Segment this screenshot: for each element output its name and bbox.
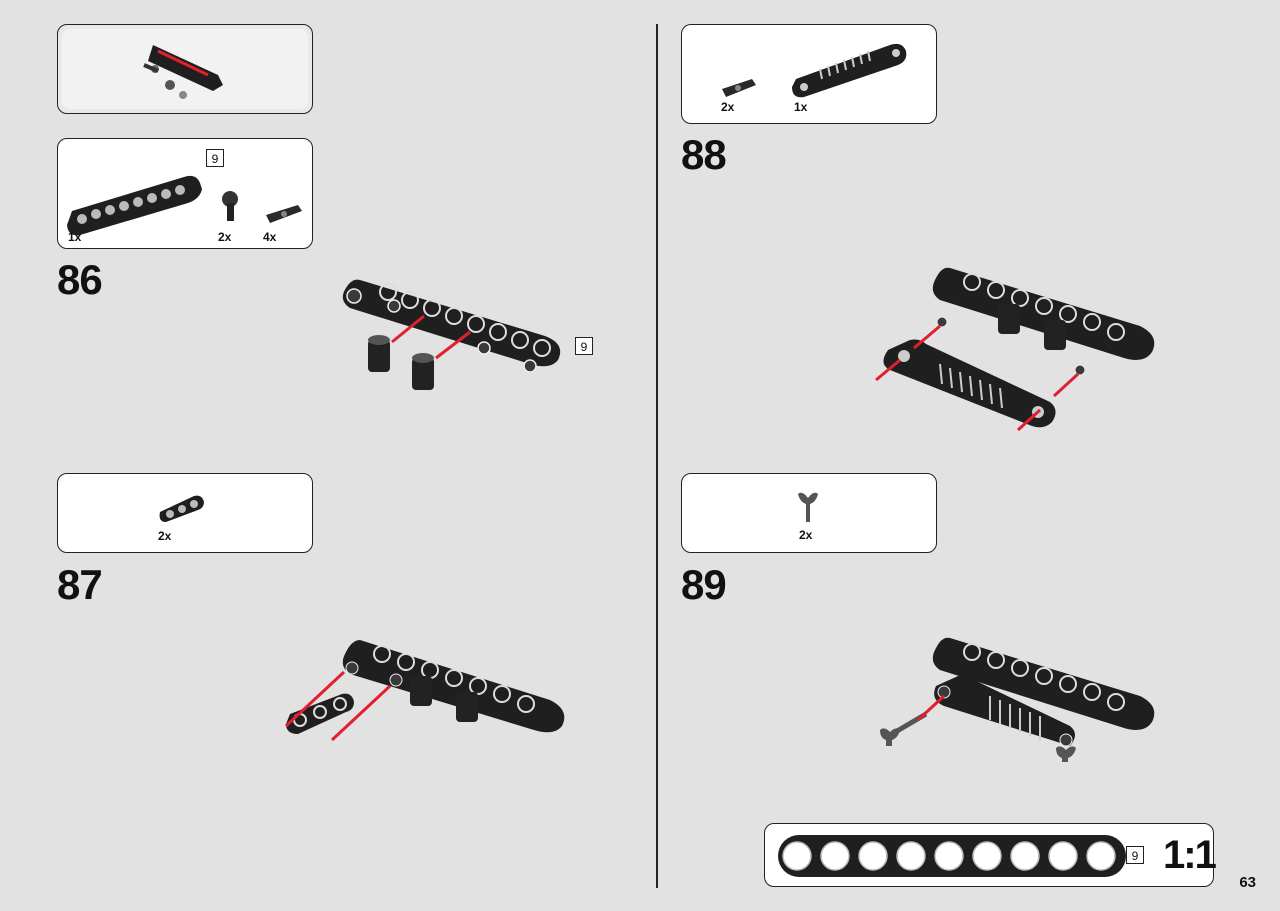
submodel-preview-image (143, 45, 223, 99)
ball-cup-icon (798, 492, 818, 522)
step-88-assembly-image (875, 267, 1155, 432)
step-number: 86 (57, 256, 103, 303)
step-86-assembly-image (342, 279, 561, 390)
step-number: 88 (681, 131, 727, 178)
scale-length-callout: 9 (1126, 846, 1144, 864)
part-qty: 2x (721, 100, 735, 114)
step-89-parts-box: 2x (681, 473, 937, 553)
beam-9-icon (67, 175, 202, 236)
gear-rack-beam-icon (792, 43, 907, 98)
part-qty: 2x (158, 529, 172, 543)
step-88-parts-box: 2x 1x (681, 24, 937, 124)
step-86-parts-box: 1x 2x 4x 9 (57, 138, 313, 249)
part-qty: 2x (799, 528, 813, 542)
part-qty: 1x (68, 230, 82, 244)
beam-3-icon (159, 495, 204, 522)
step-number: 87 (57, 561, 103, 608)
assembly-length-callout: 9 (575, 337, 593, 355)
page-divider (656, 24, 658, 888)
ball-joint-icon (222, 191, 238, 221)
submodel-preview-box (57, 24, 313, 114)
step-89-assembly-image (880, 637, 1155, 762)
pin-icon (722, 79, 756, 97)
page-number: 63 (1239, 874, 1256, 891)
step-number: 89 (681, 561, 727, 608)
scale-reference-box: 9 1:1 (764, 823, 1217, 887)
part-qty: 4x (263, 230, 277, 244)
scale-label: 1:1 (1163, 833, 1217, 877)
step-87-assembly-image (284, 640, 565, 742)
beam-9-scale-icon (778, 835, 1126, 877)
part-qty: 2x (218, 230, 232, 244)
part-length-callout: 9 (206, 149, 224, 167)
part-qty: 1x (794, 100, 808, 114)
pin-icon (266, 205, 302, 223)
step-87-parts-box: 2x (57, 473, 313, 553)
